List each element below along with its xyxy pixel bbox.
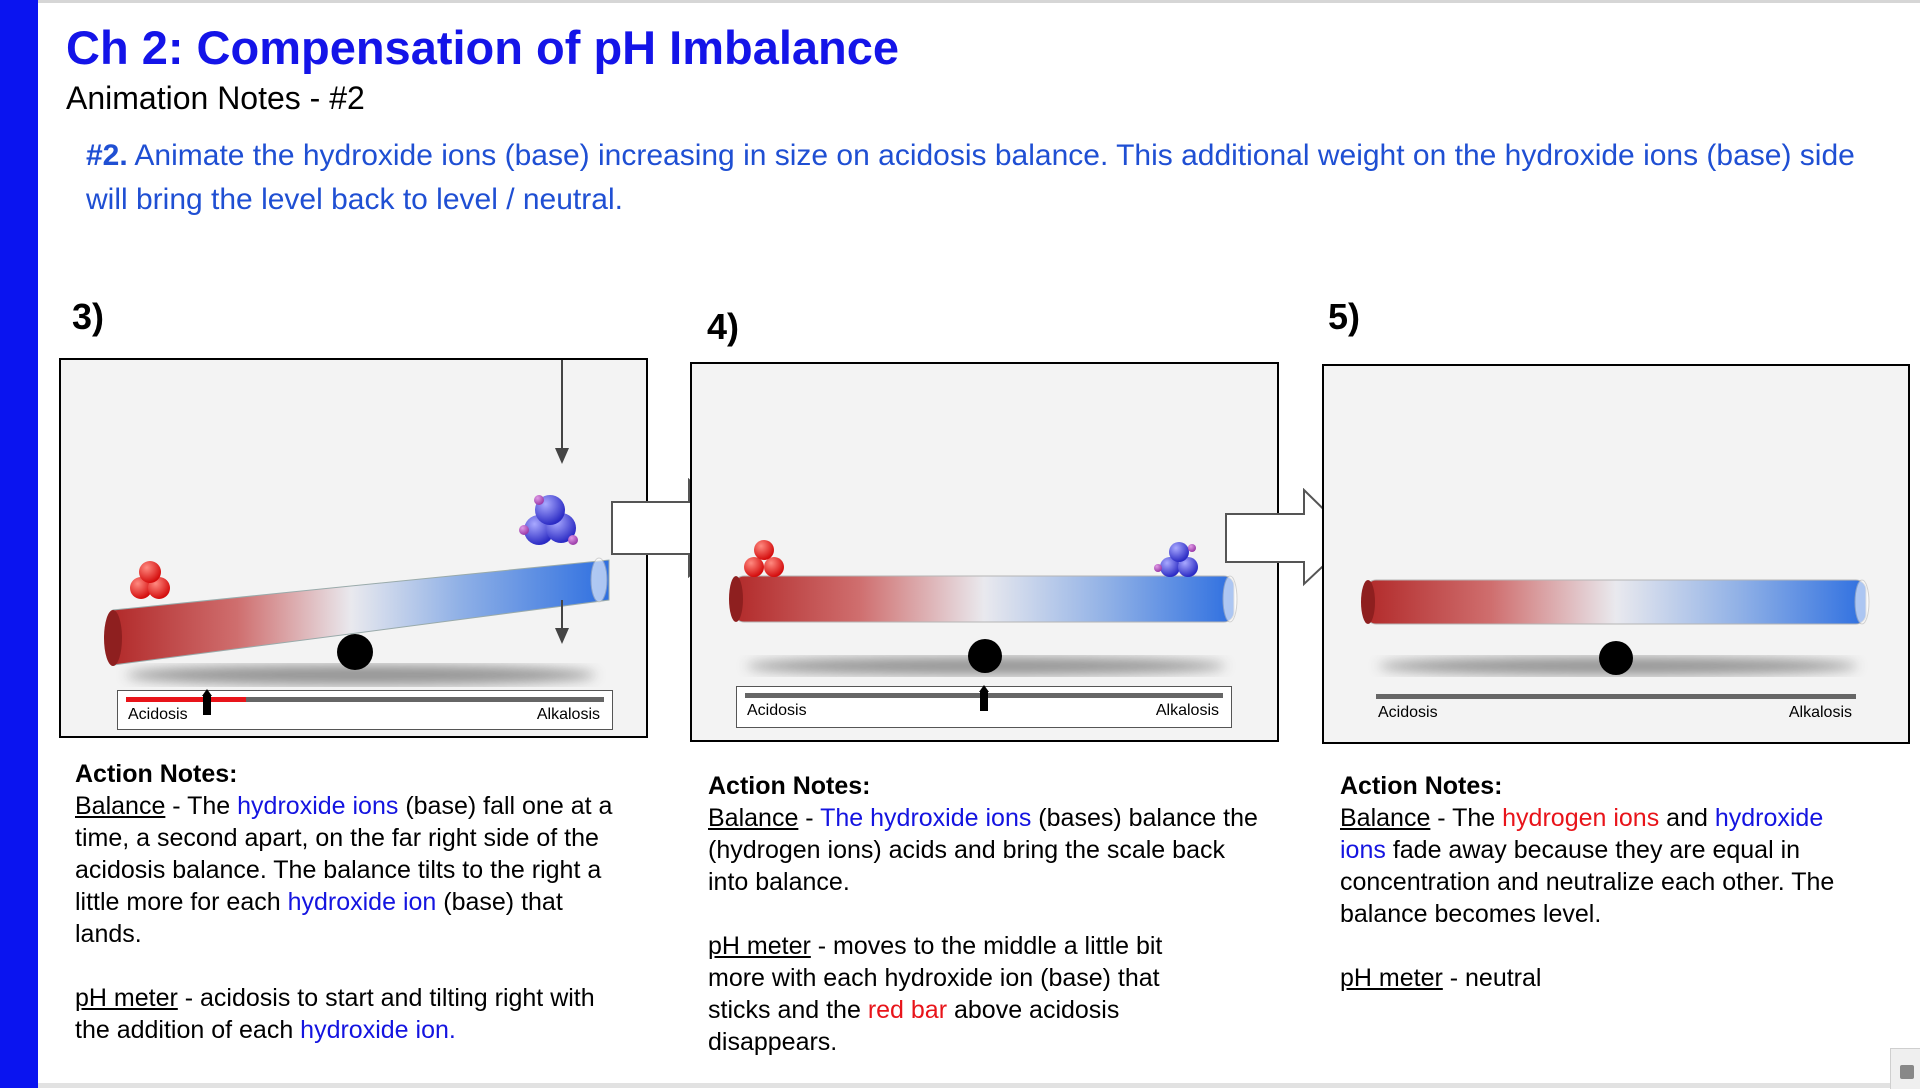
spacer bbox=[708, 898, 1258, 930]
top-border bbox=[0, 0, 1920, 3]
highlight-blue: hydroxide ion bbox=[287, 888, 437, 916]
balance-illustration-3 bbox=[104, 360, 610, 685]
meter-label-alkalosis: Alkalosis bbox=[1788, 704, 1852, 721]
meter-label-alkalosis: Alkalosis bbox=[1155, 702, 1219, 719]
frame-step-3: Acidosis Alkalosis bbox=[59, 358, 648, 738]
intro-body: Animate the hydroxide ions (base) increa… bbox=[86, 139, 1855, 216]
step-number-3: 3) bbox=[72, 296, 105, 337]
hydrogen-ion-cluster-icon bbox=[744, 540, 784, 577]
balance-beam bbox=[733, 575, 1235, 623]
fulcrum-icon bbox=[337, 634, 373, 670]
hydroxide-ion-cluster-icon bbox=[519, 495, 578, 545]
ph-meter-3: Acidosis Alkalosis bbox=[117, 689, 613, 730]
highlight-red: hydrogen ions bbox=[1502, 804, 1660, 832]
fulcrum-icon bbox=[1599, 641, 1633, 675]
meter-needle-icon bbox=[202, 689, 213, 715]
beam-end-right bbox=[1222, 575, 1238, 623]
meter-label-acidosis: Acidosis bbox=[128, 706, 188, 723]
balance-note: Balance - The hydroxide ions (base) fall… bbox=[75, 790, 635, 950]
shadow bbox=[126, 665, 596, 685]
balance-label: Balance bbox=[1340, 804, 1431, 832]
beam-end-left bbox=[104, 610, 122, 666]
note-text: (bases) balance the (hydrogen ions) acid… bbox=[708, 804, 1258, 896]
meter-track bbox=[126, 697, 604, 702]
beam-end-left bbox=[729, 576, 743, 622]
meter-label-alkalosis: Alkalosis bbox=[536, 706, 600, 723]
meter-track bbox=[1376, 694, 1856, 699]
note-text: above acidosis disappears. bbox=[708, 996, 1120, 1056]
balance-label: Balance bbox=[708, 804, 799, 832]
highlight-red: red bar bbox=[867, 996, 948, 1024]
bottom-border bbox=[38, 1083, 1920, 1088]
note-text: - acidosis to start and tilting right wi… bbox=[75, 984, 595, 1044]
spacer bbox=[1340, 930, 1870, 962]
fulcrum-icon bbox=[968, 639, 1002, 673]
step-number-5: 5) bbox=[1328, 296, 1361, 337]
action-notes-3: Action Notes: Balance - The hydroxide io… bbox=[75, 758, 635, 1046]
note-text: - neutral bbox=[1442, 964, 1542, 992]
action-notes-4: Action Notes: Balance - The hydroxide io… bbox=[708, 770, 1258, 1058]
ph-meter-note: pH meter - moves to the middle a little … bbox=[708, 930, 1208, 1058]
action-notes-5: Action Notes: Balance - The hydrogen ion… bbox=[1340, 770, 1870, 994]
balance-illustration-4 bbox=[729, 540, 1238, 675]
balance-note: Balance - The hydrogen ions and hydroxid… bbox=[1340, 802, 1870, 930]
ph-meter-note: pH meter - neutral bbox=[1340, 962, 1870, 994]
note-text: - The bbox=[1430, 804, 1503, 832]
notes-heading: Action Notes: bbox=[1340, 772, 1503, 800]
beam-end-right bbox=[1854, 579, 1870, 625]
highlight-blue: hydroxide ions bbox=[237, 792, 399, 820]
resize-handle-icon[interactable] bbox=[1900, 1065, 1914, 1079]
note-text: - moves to the middle a little bit more … bbox=[708, 932, 1163, 1024]
note-text: (base) fall one at a time, a second apar… bbox=[75, 792, 613, 916]
balance-illustration-5 bbox=[1361, 579, 1870, 675]
hydrogen-ion-cluster-icon bbox=[130, 561, 170, 599]
intro-text: #2. Animate the hydroxide ions (base) in… bbox=[86, 134, 1876, 222]
beam-end-left bbox=[1361, 580, 1375, 624]
balance-beam bbox=[1365, 579, 1867, 625]
note-text: (base) that lands. bbox=[75, 888, 563, 948]
arrow-down-icon bbox=[555, 600, 569, 644]
notes-heading: Action Notes: bbox=[708, 772, 871, 800]
ph-meter-4: Acidosis Alkalosis bbox=[736, 685, 1232, 728]
meter-red-bar bbox=[126, 697, 246, 702]
highlight-blue: hydroxide ion. bbox=[300, 1016, 456, 1044]
highlight-blue: The hydroxide ions bbox=[820, 804, 1032, 832]
notes-heading: Action Notes: bbox=[75, 760, 238, 788]
hydroxide-ion-cluster-icon bbox=[1154, 542, 1198, 577]
arrow-down-icon bbox=[555, 360, 569, 464]
note-text: fade away because they are equal in conc… bbox=[1340, 836, 1835, 928]
scroll-corner[interactable] bbox=[1890, 1048, 1920, 1089]
accent-bar bbox=[0, 0, 38, 1088]
ph-meter-label: pH meter bbox=[1340, 964, 1443, 992]
balance-note: Balance - The hydroxide ions (bases) bal… bbox=[708, 802, 1258, 898]
frame-step-5: Acidosis Alkalosis bbox=[1322, 364, 1910, 744]
note-text: - The bbox=[165, 792, 238, 820]
balance-label: Balance bbox=[75, 792, 166, 820]
note-text: and bbox=[1659, 804, 1715, 832]
ph-meter-5: Acidosis Alkalosis bbox=[1368, 692, 1864, 732]
page-subtitle: Animation Notes - #2 bbox=[66, 80, 365, 116]
ph-meter-label: pH meter bbox=[75, 984, 178, 1012]
note-text: - bbox=[798, 804, 821, 832]
page-title: Ch 2: Compensation of pH Imbalance bbox=[66, 21, 900, 74]
frame-step-4: Acidosis Alkalosis bbox=[690, 362, 1279, 742]
ph-meter-label: pH meter bbox=[708, 932, 811, 960]
ph-meter-note: pH meter - acidosis to start and tilting… bbox=[75, 982, 635, 1046]
spacer bbox=[75, 950, 635, 982]
meter-label-acidosis: Acidosis bbox=[747, 702, 807, 719]
beam-end-right bbox=[590, 557, 608, 603]
step-number-4: 4) bbox=[707, 306, 740, 347]
intro-number: #2. bbox=[86, 139, 128, 172]
highlight-blue: hydroxide ions bbox=[1340, 804, 1824, 864]
meter-needle-icon bbox=[979, 685, 989, 711]
meter-label-acidosis: Acidosis bbox=[1378, 704, 1438, 721]
